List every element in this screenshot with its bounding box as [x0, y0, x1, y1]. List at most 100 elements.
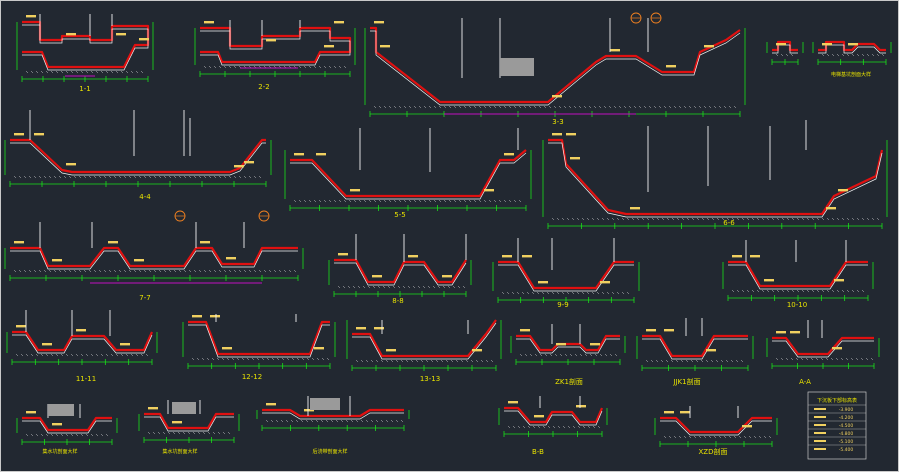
- section-12-12-hatch: [316, 357, 320, 361]
- section-8-8-hatch: [407, 285, 411, 289]
- section-jjk1-hatch: [740, 359, 744, 363]
- section-12-12-hatch: [266, 357, 270, 361]
- section-zk1-note-mark: [590, 343, 600, 346]
- section-7-7-hatch: [288, 269, 292, 273]
- section-6-6-note-mark: [566, 133, 576, 136]
- detail-pit-1-outline: [22, 420, 112, 434]
- section-3-3-hatch: [583, 105, 587, 109]
- section-12-12-hatch: [226, 357, 230, 361]
- section-12-12-hatch: [236, 357, 240, 361]
- section-b-b-hatch: [507, 425, 511, 429]
- section-13-13-hatch: [450, 359, 454, 363]
- detail-band: [256, 396, 410, 431]
- section-7-7-note-mark: [226, 257, 236, 260]
- section-5-5-hatch: [363, 199, 367, 203]
- section-1-1-hatch: [125, 70, 129, 74]
- section-1-1-hatch: [85, 70, 89, 74]
- section-6-6-note-mark: [570, 157, 580, 160]
- section-3-3-hatch: [683, 105, 687, 109]
- section-1-1-note-mark: [66, 33, 76, 36]
- section-6-6-hatch: [736, 217, 740, 221]
- section-xzd-hatch: [733, 435, 737, 439]
- section-5-5-outline: [290, 152, 527, 200]
- detail-band-hatch: [285, 419, 289, 423]
- section-title-9-9: 9-9: [557, 301, 568, 309]
- section-3-3-hatch: [693, 105, 697, 109]
- section-a-a-hatch: [865, 357, 869, 361]
- section-13-13-hatch: [475, 359, 479, 363]
- detail-band-hatch: [300, 419, 304, 423]
- section-1-1-hatch: [135, 70, 139, 74]
- section-6-6-hatch: [796, 217, 800, 221]
- section-6-6-hatch: [696, 217, 700, 221]
- section-1-1-hatch: [50, 70, 54, 74]
- section-5-5-hatch: [468, 199, 472, 203]
- section-3-3-hatch: [493, 105, 497, 109]
- section-6-6-slab: [548, 138, 884, 216]
- detail-pit-2-slab: [144, 412, 234, 430]
- section-7-7-note-mark: [52, 259, 62, 262]
- section-6-6-hatch: [631, 217, 635, 221]
- section-8-8-hatch: [457, 285, 461, 289]
- section-6-6-hatch: [831, 217, 835, 221]
- section-6-6-hatch: [726, 217, 730, 221]
- section-5-5-hatch: [373, 199, 377, 203]
- legend-row-value: -3.900: [839, 407, 854, 413]
- detail-band-hatch: [315, 419, 319, 423]
- section-4-4-hatch: [143, 175, 147, 179]
- section-5-5-hatch: [508, 199, 512, 203]
- section-zk1-hatch: [574, 353, 578, 357]
- section-11-11-hatch: [145, 353, 149, 357]
- section-8-8-hatch: [437, 285, 441, 289]
- section-b-b-note-mark: [534, 415, 544, 418]
- section-4-4-hatch: [168, 175, 172, 179]
- section-small-a-hatch: [780, 53, 784, 57]
- section-2-2-hatch: [338, 65, 342, 69]
- section-3-3-hatch: [408, 105, 412, 109]
- section-6-6: [542, 120, 888, 229]
- section-3-3-hatch: [628, 105, 632, 109]
- section-13-13-hatch: [390, 359, 394, 363]
- section-xzd-hatch: [693, 435, 697, 439]
- section-10-10-hatch: [821, 289, 825, 293]
- section-11-11-hatch: [135, 353, 139, 357]
- section-7-7-hatch: [273, 269, 277, 273]
- section-xzd-hatch: [703, 435, 707, 439]
- section-7-7-hatch: [153, 269, 157, 273]
- detail-band-hatch: [380, 419, 384, 423]
- section-4-4-hatch: [158, 175, 162, 179]
- section-11-11-hatch: [130, 353, 134, 357]
- section-title-6-6: 6-6: [723, 219, 735, 227]
- section-5-5-hatch: [338, 199, 342, 203]
- section-jjk1-outline: [642, 338, 748, 360]
- detail-band-hatch: [275, 419, 279, 423]
- section-2-2-hatch: [313, 65, 317, 69]
- section-7-7-hatch: [53, 269, 57, 273]
- section-zk1-hatch: [594, 353, 598, 357]
- section-5-5-hatch: [343, 199, 347, 203]
- detail-band-hatch: [390, 419, 394, 423]
- section-a-a-hatch: [845, 357, 849, 361]
- detail-band-hatch: [290, 419, 294, 423]
- section-7-7-hatch: [28, 269, 32, 273]
- detail-band-note-mark: [266, 403, 276, 406]
- detail-band-hatch: [305, 419, 309, 423]
- section-3-3: [364, 18, 746, 117]
- section-5-5-hatch: [433, 199, 437, 203]
- section-6-6-hatch: [641, 217, 645, 221]
- legend-row-value: -5.100: [839, 439, 854, 445]
- section-3-3-hatch: [558, 105, 562, 109]
- section-7-7-hatch: [258, 269, 262, 273]
- section-11-11-note-mark: [16, 325, 26, 328]
- section-3-3-hatch: [563, 105, 567, 109]
- section-4-4-hatch: [138, 175, 142, 179]
- section-12-12-outline: [188, 324, 330, 358]
- section-3-3-hatch: [508, 105, 512, 109]
- section-1-1-hatch: [80, 70, 84, 74]
- section-4-4-hatch: [98, 175, 102, 179]
- section-11-11-hatch: [45, 353, 49, 357]
- section-1-1-hatch: [65, 70, 69, 74]
- section-6-6-hatch: [556, 217, 560, 221]
- section-7-7-note-mark: [200, 241, 210, 244]
- section-5-5-hatch: [393, 199, 397, 203]
